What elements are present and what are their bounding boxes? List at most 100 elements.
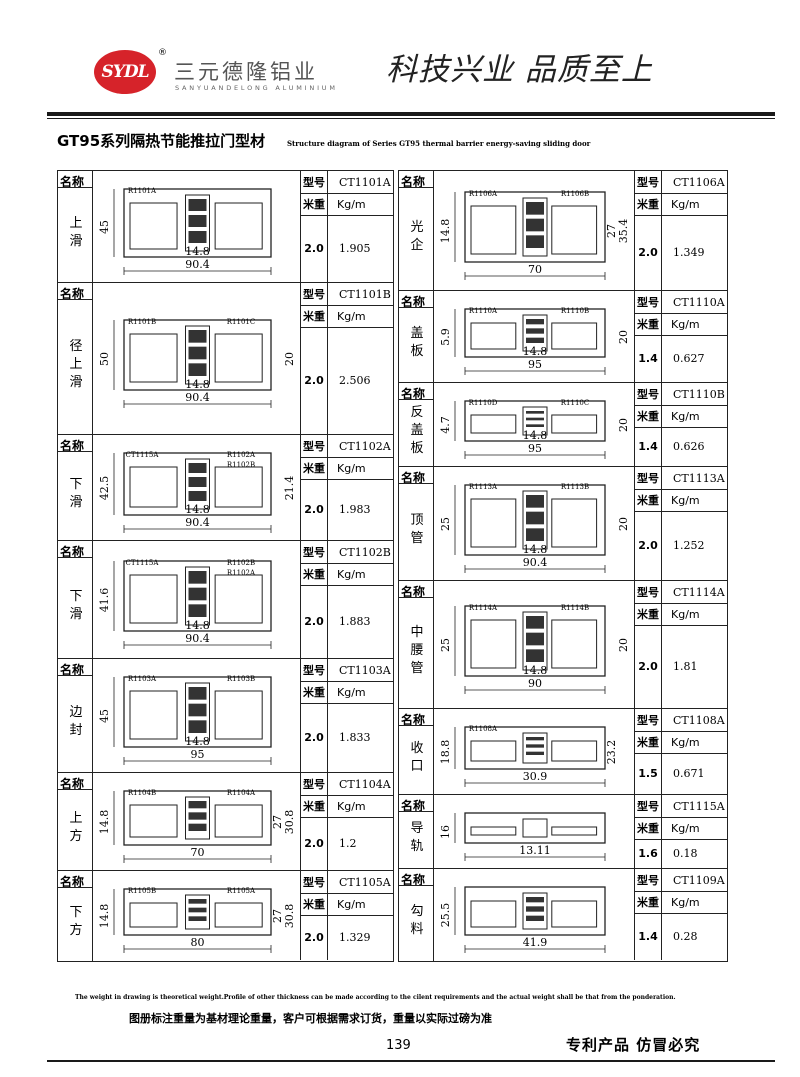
dimension-label: 14.8: [98, 810, 111, 835]
weight-value: 0.18: [673, 847, 698, 860]
insulation-bar: [526, 751, 544, 755]
dimension-label: 21.4: [283, 476, 296, 501]
name-cell-border: [399, 597, 433, 598]
insulation-bar: [526, 337, 544, 343]
name-label: 名称: [401, 713, 426, 727]
name-label: 名称: [60, 777, 85, 791]
name-cell-border: [433, 291, 434, 383]
weight-value: 1.329: [339, 931, 371, 944]
name-cell-border: [92, 171, 93, 283]
profile-outline: [464, 605, 606, 677]
profile-chamber: [470, 740, 517, 762]
profile-name: 下方: [69, 905, 83, 938]
profile-outline: [464, 191, 606, 263]
spec-key: 米重: [303, 800, 325, 813]
ratio-value: 2.0: [638, 660, 658, 673]
strip-code-label: R1103B: [227, 675, 255, 683]
ratio-value: 2.0: [304, 931, 324, 944]
dimension-label: 45: [98, 220, 111, 234]
spec-divider: [661, 709, 662, 794]
name-cell-border: [92, 435, 93, 541]
weight-value: 1.2: [339, 837, 357, 850]
spec-value: Kg/m: [337, 799, 366, 813]
profile-outline: [123, 560, 272, 632]
dimension-label: 20: [283, 352, 296, 366]
spec-divider: [661, 869, 662, 960]
ratio-value: 2.0: [304, 503, 324, 516]
name-cell-border: [433, 581, 434, 709]
strip-code-label: CT1115A: [126, 451, 160, 459]
logo-text: SYDL: [101, 62, 149, 82]
spec-key: 米重: [637, 896, 659, 909]
insulation-bar: [188, 199, 207, 211]
profile-name: 盖板: [410, 326, 424, 359]
profile-name: 上方: [69, 811, 83, 844]
insulation-bar: [188, 346, 207, 360]
spec-value: CT1115A: [673, 799, 725, 813]
spec-key: 型号: [303, 440, 325, 453]
profile-name: 顶管: [410, 513, 424, 546]
profile-chamber: [214, 466, 263, 508]
name-cell-border: [92, 871, 93, 961]
name-label: 名称: [60, 439, 85, 453]
ratio-value: 2.0: [638, 246, 658, 259]
ratio-value: 2.0: [304, 615, 324, 628]
spec-value: Kg/m: [671, 735, 700, 749]
profile-chamber: [551, 900, 598, 928]
name-cell-border: [58, 789, 92, 790]
weight-value: 1.883: [339, 615, 371, 628]
dimension-label: 95: [528, 358, 542, 371]
profile-name: 径上滑: [69, 339, 83, 390]
profile-name: 勾料: [410, 904, 424, 937]
profile-outline: [123, 790, 272, 846]
name-label: 名称: [60, 175, 85, 189]
company-name-en: SANYUANDELONG ALUMINIUM: [175, 84, 338, 92]
name-cell-border: [433, 795, 434, 869]
company-name-cn: 三元德隆铝业: [174, 60, 318, 84]
spec-value: Kg/m: [337, 685, 366, 699]
name-cell-border: [399, 399, 433, 400]
weight-value: 1.252: [673, 539, 705, 552]
name-cell-border: [433, 869, 434, 961]
dimension-label: 25.5: [439, 903, 452, 928]
spec-value: CT1108A: [673, 713, 725, 727]
profile-outline: [464, 726, 606, 770]
insulation-bar: [188, 587, 207, 601]
insulation-bar: [188, 363, 207, 376]
spec-key: 米重: [637, 198, 659, 211]
name-cell-border: [58, 299, 92, 300]
profile-name: 光企: [410, 220, 424, 253]
dimension-label: 25: [439, 517, 452, 531]
ratio-value: 1.4: [638, 930, 658, 943]
profile-chamber: [551, 826, 598, 836]
weight-value: 0.627: [673, 352, 705, 365]
page-title: GT95系列隔热节能推拉门型材: [57, 132, 266, 150]
dimension-label: 70: [528, 263, 542, 276]
name-cell-border: [399, 483, 433, 484]
profile-chamber: [470, 498, 517, 548]
insulation-bar: [526, 632, 544, 646]
dimension-label: 18.8: [439, 740, 452, 765]
weight-value: 2.506: [339, 374, 371, 387]
profile-outline: [123, 188, 272, 258]
